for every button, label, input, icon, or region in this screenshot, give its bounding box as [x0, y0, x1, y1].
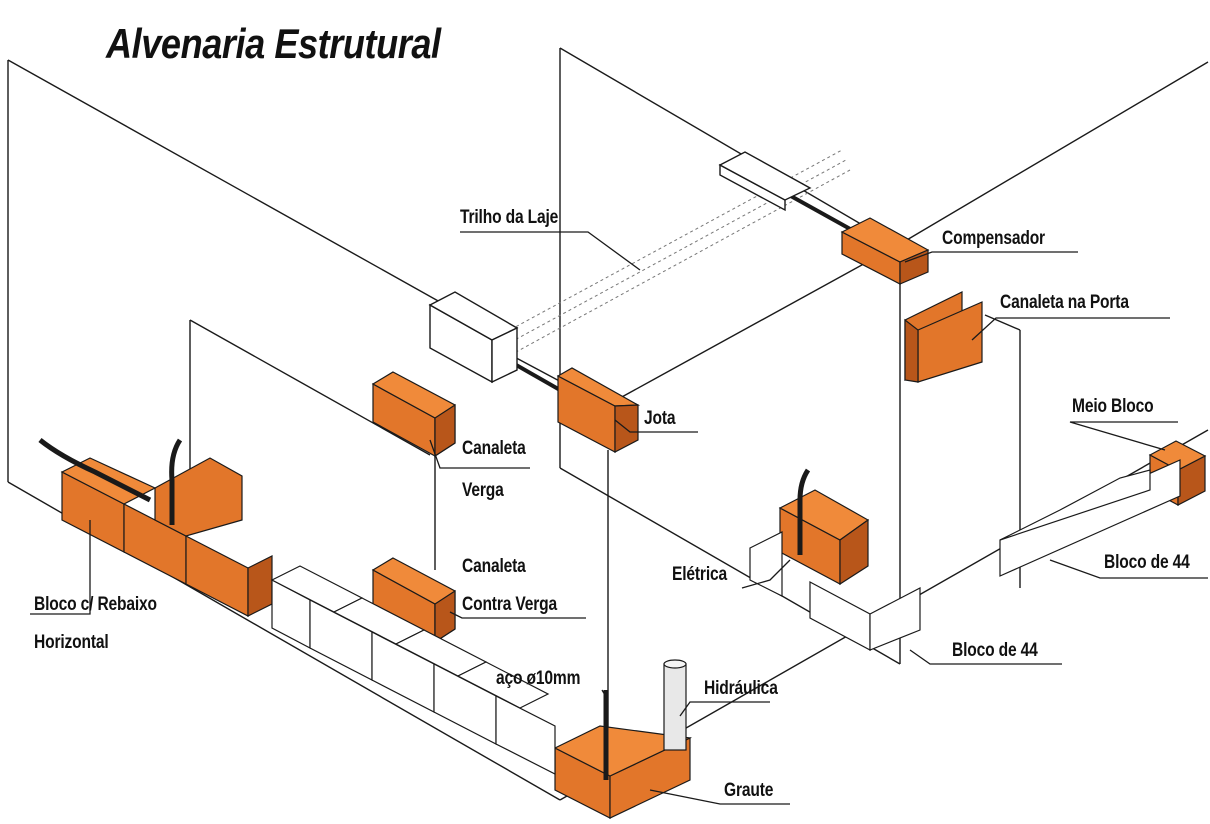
label-bloco-de-44-center: Bloco de 44 [952, 640, 1038, 661]
ceramic-blocks [60, 217, 1207, 819]
label-canaleta-verga-line2: Verga [462, 480, 504, 501]
label-hidraulica: Hidráulica [704, 678, 778, 699]
pipes [38, 438, 811, 780]
leader-lines [30, 231, 1208, 805]
label-canaleta-na-porta: Canaleta na Porta [1000, 292, 1129, 313]
label-canaleta-contra-verga-line2: Contra Verga [462, 594, 558, 615]
slab-rail [428, 149, 871, 392]
label-bloco-de-44-right: Bloco de 44 [1104, 552, 1190, 573]
diagram-title: Alvenaria Estrutural [106, 20, 441, 67]
label-meio-bloco: Meio Bloco [1072, 396, 1154, 417]
label-bloco-rebaixo-line2: Horizontal [34, 632, 109, 653]
label-trilho-da-laje: Trilho da Laje [460, 207, 559, 228]
label-canaleta-verga-line1: Canaleta [462, 438, 526, 459]
label-canaleta-contra-verga-line1: Canaleta [462, 556, 526, 577]
label-bloco-rebaixo-line1: Bloco c/ Rebaixo [34, 594, 157, 615]
label-jota: Jota [644, 408, 676, 429]
label-compensador: Compensador [942, 228, 1045, 249]
concrete-blocks [270, 459, 1181, 775]
label-graute: Graute [724, 780, 774, 801]
label-aco: aço ø10mm [496, 668, 581, 689]
label-eletrica: Elétrica [672, 564, 727, 585]
